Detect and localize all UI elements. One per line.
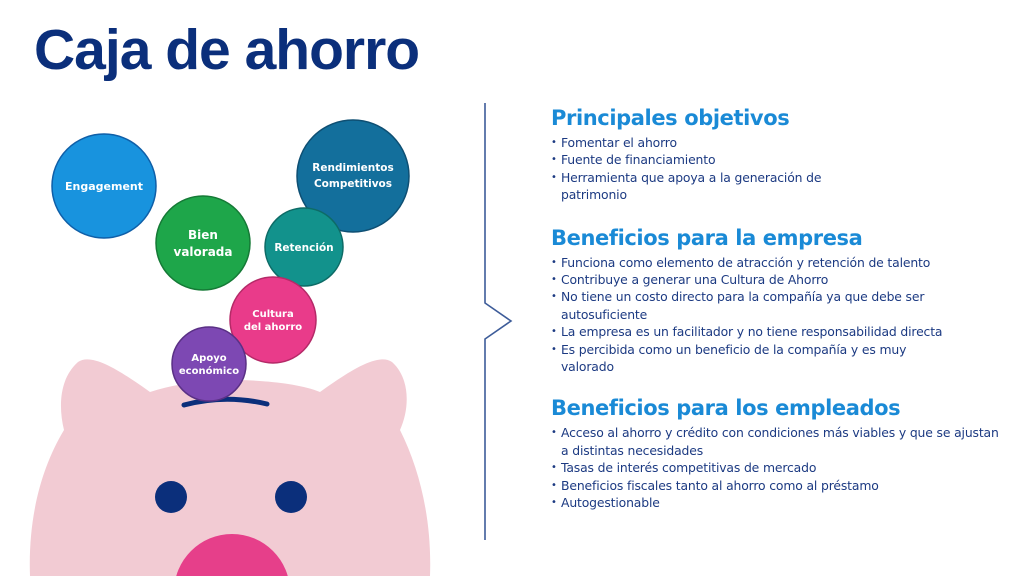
section-beneficios-empleados: Beneficios para los empleados Acceso al …	[551, 394, 1011, 511]
bullet-item: Fomentar el ahorro	[551, 134, 1011, 152]
bubble-retencion: Retención	[264, 207, 344, 287]
bullet-item: Funciona como elemento de atracción y re…	[551, 254, 1011, 272]
pig-body	[29, 359, 431, 576]
bullet-item: Herramienta que apoya a la generación de…	[551, 169, 851, 204]
bubble-label: del ahorro	[244, 322, 302, 333]
bubble-rendimientos: Rendimientos Competitivos	[296, 119, 410, 233]
content-panel: Principales objetivos Fomentar el ahorro…	[551, 104, 1011, 512]
coin-slot	[181, 396, 270, 408]
section-principales-objetivos: Principales objetivos Fomentar el ahorro…	[551, 104, 1011, 204]
bubble-label: Cultura	[252, 309, 293, 320]
bullet-list: Fomentar el ahorro Fuente de financiamie…	[551, 134, 1011, 204]
pig-snout	[176, 534, 288, 576]
bullet-item: La empresa es un facilitador y no tiene …	[551, 323, 1011, 341]
bubble-apoyo: Apoyo económico	[171, 326, 247, 402]
section-heading: Principales objetivos	[551, 106, 790, 130]
section-beneficios-empresa: Beneficios para la empresa Funciona como…	[551, 224, 1011, 376]
bullet-item: Beneficios fiscales tanto al ahorro como…	[551, 477, 1011, 495]
bubble-label: Bien	[188, 228, 218, 242]
bubble-label: Engagement	[65, 180, 143, 193]
bullet-item: Fuente de financiamiento	[551, 151, 1011, 169]
bullet-item: No tiene un costo directo para la compañ…	[551, 288, 981, 323]
right-eye	[275, 481, 307, 513]
bubble-label: Competitivos	[314, 178, 392, 190]
piggy-bank-illustration: Engagement Rendimientos Competitivos Bie…	[29, 119, 431, 576]
bullet-item: Tasas de interés competitivas de mercado	[551, 459, 1011, 477]
bullet-item: Autogestionable	[551, 494, 1011, 512]
bubble-label: Rendimientos	[312, 162, 393, 174]
bubble-label: valorada	[174, 245, 233, 259]
bubble-label: Apoyo	[191, 353, 226, 364]
bullet-item: Es percibida como un beneficio de la com…	[551, 341, 961, 376]
bullet-item: Contribuye a generar una Cultura de Ahor…	[551, 271, 1011, 289]
left-eye	[155, 481, 187, 513]
bullet-item: Acceso al ahorro y crédito con condicion…	[551, 424, 1006, 459]
section-heading: Beneficios para los empleados	[551, 396, 901, 421]
bubble-label: Retención	[274, 242, 333, 254]
section-heading: Beneficios para la empresa	[551, 225, 863, 250]
slide-title: Caja de ahorro	[34, 18, 420, 82]
bubble-engagement: Engagement	[51, 133, 157, 239]
bullet-list: Funciona como elemento de atracción y re…	[551, 254, 1011, 376]
chevron-divider	[484, 103, 513, 540]
bubble-cultura: Cultura del ahorro	[229, 276, 317, 364]
bullet-list: Acceso al ahorro y crédito con condicion…	[551, 424, 1011, 511]
bubble-bien-valorada: Bien valorada	[155, 195, 251, 291]
bubble-label: económico	[179, 365, 239, 377]
